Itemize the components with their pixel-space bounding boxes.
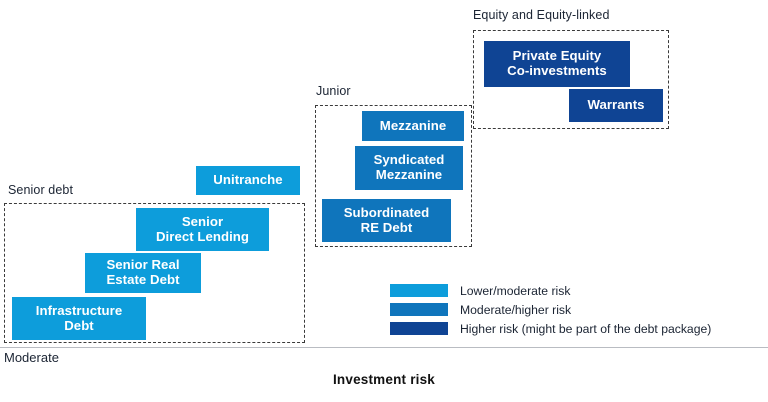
axis-line — [0, 347, 768, 348]
instrument-private-equity-co-investments[interactable]: Private Equity Co-investments — [484, 41, 630, 87]
legend: Lower/moderate risk Moderate/higher risk… — [390, 281, 711, 338]
legend-swatch-lower-moderate — [390, 284, 448, 297]
instrument-subordinated-re-debt[interactable]: Subordinated RE Debt — [322, 199, 451, 242]
legend-swatch-moderate-higher — [390, 303, 448, 316]
axis-tick-label-moderate: Moderate — [4, 350, 59, 365]
legend-label-lower-moderate: Lower/moderate risk — [460, 283, 571, 298]
group-label-senior-debt: Senior debt — [8, 183, 74, 197]
group-box-junior — [315, 105, 472, 247]
group-label-junior: Junior — [316, 84, 351, 98]
instrument-senior-direct-lending[interactable]: Senior Direct Lending — [136, 208, 269, 251]
legend-label-moderate-higher: Moderate/higher risk — [460, 302, 572, 317]
axis-title: Investment risk — [332, 372, 436, 387]
instrument-mezzanine[interactable]: Mezzanine — [362, 111, 464, 141]
group-label-equity: Equity and Equity-linked — [473, 8, 610, 22]
instrument-unitranche[interactable]: Unitranche — [196, 166, 300, 195]
legend-item-lower-moderate: Lower/moderate risk — [390, 281, 711, 300]
instrument-warrants[interactable]: Warrants — [569, 89, 663, 122]
group-box-equity — [473, 30, 669, 129]
instrument-infrastructure-debt[interactable]: Infrastructure Debt — [12, 297, 146, 340]
legend-swatch-higher — [390, 322, 448, 335]
legend-item-moderate-higher: Moderate/higher risk — [390, 300, 711, 319]
legend-item-higher: Higher risk (might be part of the debt p… — [390, 319, 711, 338]
instrument-syndicated-mezzanine[interactable]: Syndicated Mezzanine — [355, 146, 463, 190]
legend-label-higher: Higher risk (might be part of the debt p… — [460, 321, 712, 336]
group-box-senior-debt — [4, 203, 305, 343]
instrument-senior-real-estate-debt[interactable]: Senior Real Estate Debt — [85, 253, 201, 293]
